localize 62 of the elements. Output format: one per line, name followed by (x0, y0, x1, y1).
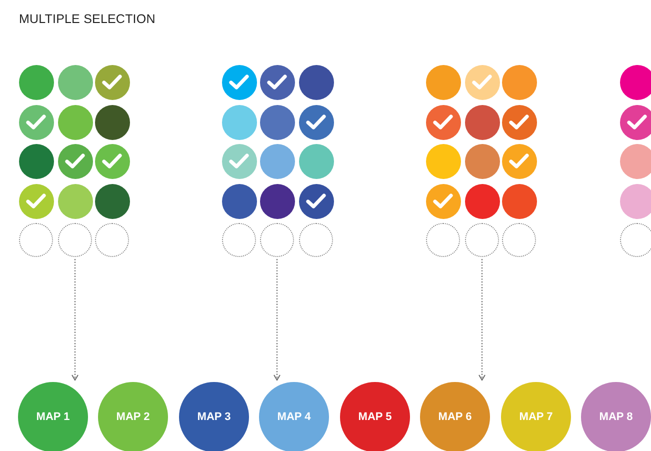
map-label: MAP 6 (438, 411, 472, 423)
color-circle (222, 144, 256, 178)
color-circle (298, 64, 334, 100)
color-circle (222, 64, 256, 100)
empty-dotted-circle (465, 223, 499, 257)
color-circle (502, 64, 536, 100)
color-circle (94, 184, 130, 218)
map-label: MAP 5 (358, 411, 392, 423)
color-circle (298, 144, 334, 178)
color-circle (464, 184, 500, 218)
empty-dotted-circle (426, 223, 460, 257)
empty-dotted-circle (620, 223, 651, 257)
color-circle (298, 184, 334, 218)
color-circle (620, 144, 651, 178)
color-circle (18, 184, 54, 218)
map-label: MAP 8 (599, 411, 633, 423)
empty-dotted-circle (260, 223, 294, 257)
title: MULTIPLE SELECTION (19, 12, 156, 26)
empty-dotted-circle (502, 223, 536, 257)
color-circle (260, 104, 294, 140)
color-circle (426, 104, 460, 140)
color-circle (58, 64, 92, 100)
color-circle (260, 64, 294, 100)
color-circle (426, 184, 460, 218)
empty-dotted-circle (95, 223, 129, 257)
arrow (274, 258, 280, 380)
map-label: MAP 1 (36, 411, 70, 423)
color-circle (18, 64, 54, 100)
color-circle (94, 104, 130, 140)
color-circle (58, 104, 92, 140)
color-circle (94, 64, 130, 100)
empty-dotted-circle (299, 223, 333, 257)
empty-dotted-circle (19, 223, 53, 257)
color-circle (426, 64, 460, 100)
color-circle (260, 184, 294, 218)
color-circle (502, 184, 536, 218)
map-label: MAP 7 (519, 411, 553, 423)
map-label: MAP 2 (116, 411, 150, 423)
color-circle (298, 104, 334, 140)
color-circle (222, 104, 256, 140)
color-circle (222, 184, 256, 218)
arrow (478, 258, 486, 380)
color-circle (502, 144, 536, 178)
empty-dotted-circle (58, 223, 92, 257)
color-circle (58, 184, 92, 218)
color-circle (620, 64, 651, 100)
color-circle (464, 104, 500, 140)
color-circle (464, 144, 500, 178)
color-circle (18, 144, 54, 178)
color-circle (94, 144, 130, 178)
color-circle (464, 64, 500, 100)
color-circle (426, 144, 460, 178)
color-circle (620, 184, 651, 218)
map-label: MAP 4 (277, 411, 311, 423)
color-circle (260, 144, 294, 178)
map-label: MAP 3 (197, 411, 231, 423)
color-circle (502, 104, 536, 140)
arrow (72, 258, 78, 380)
empty-dotted-circle (222, 223, 256, 257)
color-circle (620, 104, 651, 140)
color-circle (18, 104, 54, 140)
color-circle (58, 144, 92, 178)
